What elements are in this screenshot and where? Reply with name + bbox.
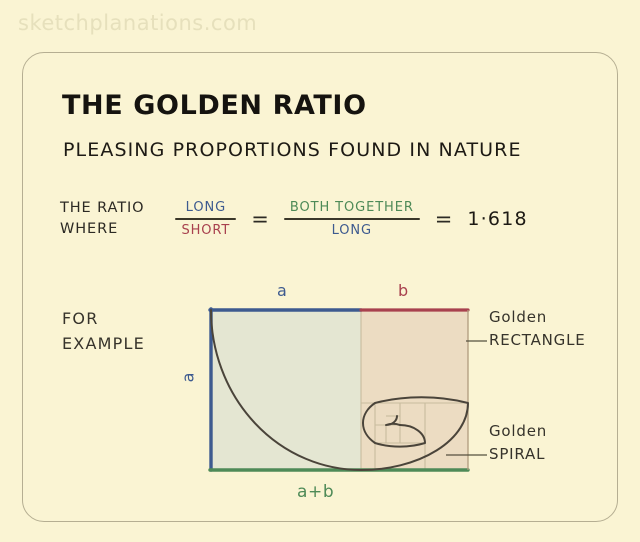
fraction1-numerator: LONG [185, 200, 227, 216]
callout-golden-spiral: Golden SPIRAL [489, 420, 547, 465]
for-example-line2: EXAMPLE [62, 333, 145, 353]
for-example-line1: FOR [62, 309, 99, 328]
ratio-equation: THE RATIO WHERE LONG SHORT = BOTH TOGETH… [60, 198, 528, 240]
label-b-top: b [398, 281, 409, 300]
label-a-top: a [277, 281, 287, 300]
ratio-value: 1·618 [467, 208, 528, 231]
fraction-long-over-short: LONG SHORT [175, 199, 237, 239]
equals-sign-1: = [251, 207, 269, 232]
golden-square-fill [211, 310, 361, 470]
fraction2-denominator: LONG [331, 222, 373, 238]
fraction2-numerator: BOTH TOGETHER [289, 200, 414, 216]
equation-lead-line2: WHERE [60, 221, 119, 238]
golden-spiral-path [210, 309, 469, 471]
fraction1-bar [175, 218, 237, 220]
fraction-both-over-long: BOTH TOGETHER LONG [283, 199, 420, 239]
equals-sign-2: = [434, 207, 453, 232]
fraction1-denominator: SHORT [181, 222, 231, 238]
watermark: sketchplanations.com [18, 11, 258, 35]
callout-rectangle-line2: RECTANGLE [489, 330, 586, 349]
page-subtitle: PLEASING PROPORTIONS FOUND IN NATURE [63, 139, 522, 161]
for-example-label: FOR EXAMPLE [62, 307, 145, 357]
label-a-plus-b: a+b [297, 482, 335, 502]
equation-lead-line1: THE RATIO [60, 200, 145, 216]
callout-rectangle-line1: Golden [489, 308, 548, 326]
callout-spiral-line2: SPIRAL [489, 444, 546, 463]
callout-spiral-line1: Golden [489, 422, 548, 440]
label-a-left: a [178, 372, 198, 383]
fraction2-bar [283, 218, 420, 220]
page-title: THE GOLDEN RATIO [62, 90, 367, 121]
callout-golden-rectangle: Golden RECTANGLE [489, 306, 586, 351]
equation-lead: THE RATIO WHERE [60, 198, 162, 240]
